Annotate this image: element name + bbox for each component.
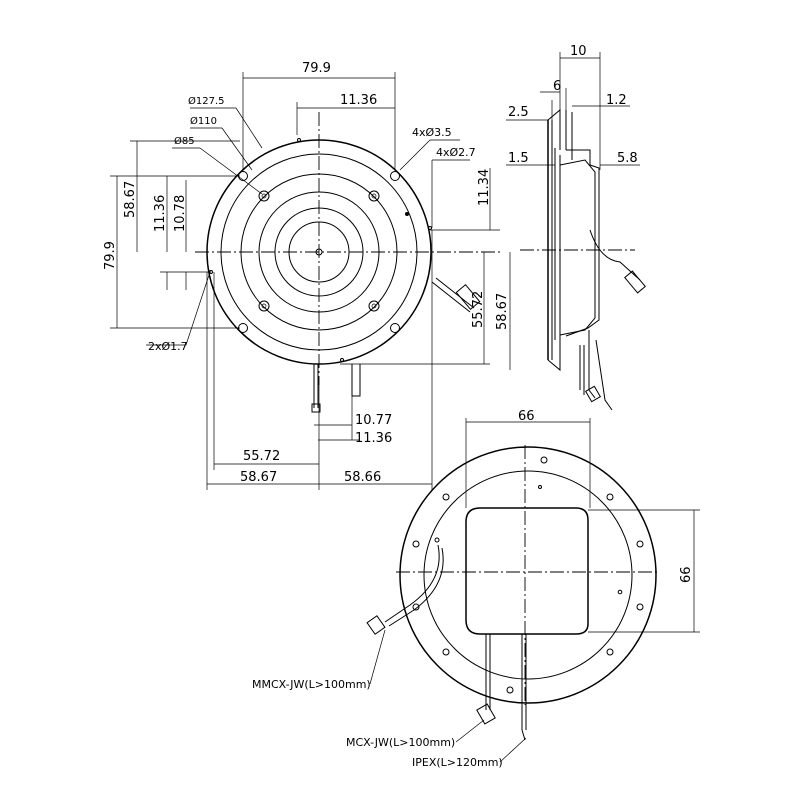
dim-4x2-7: 4xØ2.7 [436, 146, 476, 159]
mount-hole [390, 323, 400, 333]
dim-58-67-bottom: 58.67 [240, 470, 277, 485]
side-dim-1-5: 1.5 [508, 151, 529, 166]
dim-dia-110: Ø110 [190, 115, 217, 127]
dim-58-67-left: 58.67 [123, 181, 138, 218]
dim-79-9-left: 79.9 [103, 241, 118, 270]
screw-hole [258, 190, 270, 202]
screw-hole [368, 190, 380, 202]
screw-hole [368, 300, 380, 312]
dim-58-67-right: 58.67 [495, 293, 510, 330]
side-dim-10: 10 [570, 44, 587, 59]
label-ipex: IPEX(L>120mm) [412, 756, 503, 769]
dim-4x3-5: 4xØ3.5 [412, 126, 452, 139]
dim-11-36-left: 11.36 [153, 195, 168, 232]
dim-55-72-right: 55.72 [471, 291, 486, 328]
dim-58-66-bottom: 58.66 [344, 470, 381, 485]
label-mmcx: MMCX-JW(L>100mm) [252, 678, 371, 691]
patch-square [465, 507, 589, 635]
top-view: 79.9 11.36 Ø127.5 Ø110 Ø85 4xØ3.5 4xØ2.7… [103, 61, 511, 490]
side-dim-6: 6 [553, 79, 561, 94]
screw-hole [258, 300, 270, 312]
bottom-dim-66-top: 66 [518, 409, 535, 424]
dim-55-72-bottom: 55.72 [243, 449, 280, 464]
bottom-inner-circle [423, 470, 633, 680]
dim-2x1-7: 2xØ1.7 [148, 340, 188, 353]
dim-dia-127: Ø127.5 [188, 95, 225, 107]
dim-11-36-top: 11.36 [340, 93, 377, 108]
dim-10-78-left: 10.78 [173, 195, 188, 232]
side-dim-2-5: 2.5 [508, 105, 529, 120]
side-view: 10 6 2.5 1.2 1.5 5.8 [506, 44, 646, 411]
mount-hole [390, 171, 400, 181]
bottom-outer-circle [399, 446, 657, 704]
bottom-view: 66 66 MMCX-JW(L>100mm) MCX-JW(L>100mm) I… [252, 409, 700, 769]
label-mcx: MCX-JW(L>100mm) [346, 736, 455, 749]
dim-11-34: 11.34 [477, 169, 492, 206]
side-dim-1-2: 1.2 [606, 93, 627, 108]
side-dim-5-8: 5.8 [617, 151, 638, 166]
dim-79-9-top: 79.9 [302, 61, 331, 76]
dim-11-36-bottom: 11.36 [355, 431, 392, 446]
dim-10-77: 10.77 [355, 413, 392, 428]
bottom-dim-66-right: 66 [679, 566, 694, 583]
